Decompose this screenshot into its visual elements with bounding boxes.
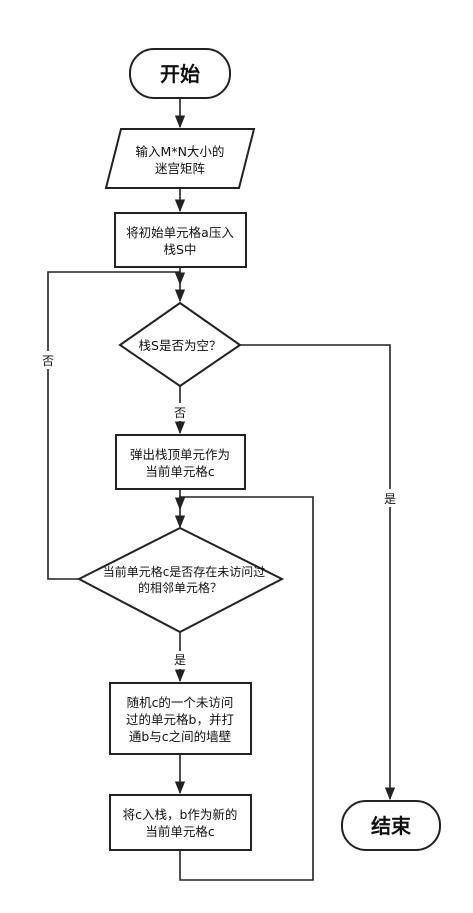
node-pop-line-1: 弹出栈顶单元作为 (130, 447, 230, 462)
node-push-init-line-1: 将初始单元格a压入 (126, 225, 234, 240)
node-random-neighbor-line-1: 随机c的一个未访问 (127, 695, 234, 710)
node-input-line-2: 迷宫矩阵 (155, 161, 206, 176)
edge-label-no-unvisited: 否 (42, 354, 54, 368)
node-random-neighbor: 随机c的一个未访问 过的单元格b，并打 通b与c之间的墙壁 (109, 682, 252, 755)
node-end-label: 结束 (371, 814, 412, 838)
node-input-line-1: 输入M*N大小的 (136, 144, 225, 159)
node-start-label: 开始 (160, 62, 200, 86)
edge-stack-empty-to-end (240, 344, 396, 801)
node-input: 输入M*N大小的 迷宫矩阵 (104, 128, 256, 189)
node-pop: 弹出栈顶单元作为 当前单元格c (115, 434, 246, 490)
node-stack-empty: 栈S是否为空？ (118, 301, 242, 388)
node-start: 开始 (129, 48, 231, 99)
edge-label-has-unvisited-yes: 是 (174, 653, 186, 667)
node-pop-line-2: 当前单元格c (145, 464, 215, 479)
edge-no-unvisited-loop-back (47, 271, 186, 580)
edge-label-stack-is-empty: 是 (384, 492, 396, 506)
edge-labels: 否 是 否 是 (40, 351, 398, 669)
node-has-unvisited: 当前单元格c是否存在未访问过 的相邻单元格？ (76, 526, 285, 634)
edge-label-stack-not-empty: 否 (174, 406, 186, 420)
node-push-init: 将初始单元格a压入 栈S中 (114, 212, 247, 268)
node-random-neighbor-line-2: 过的单元格b，并打 (126, 712, 234, 727)
node-has-unvisited-line-2: 的相邻单元格？ (138, 580, 222, 595)
edge-push-c-loop-back (174, 496, 314, 881)
node-has-unvisited-line-1: 当前单元格c是否存在未访问过 (103, 564, 266, 579)
node-random-neighbor-line-3: 通b与c之间的墙壁 (129, 729, 231, 744)
node-push-c: 将c入栈，b作为新的 当前单元格c (109, 794, 252, 851)
node-push-c-line-2: 当前单元格c (145, 824, 215, 839)
node-push-c-line-1: 将c入栈，b作为新的 (123, 807, 238, 822)
node-end: 结束 (341, 800, 441, 851)
node-stack-empty-label: 栈S是否为空？ (139, 338, 222, 353)
node-push-init-line-2: 栈S中 (164, 242, 197, 257)
